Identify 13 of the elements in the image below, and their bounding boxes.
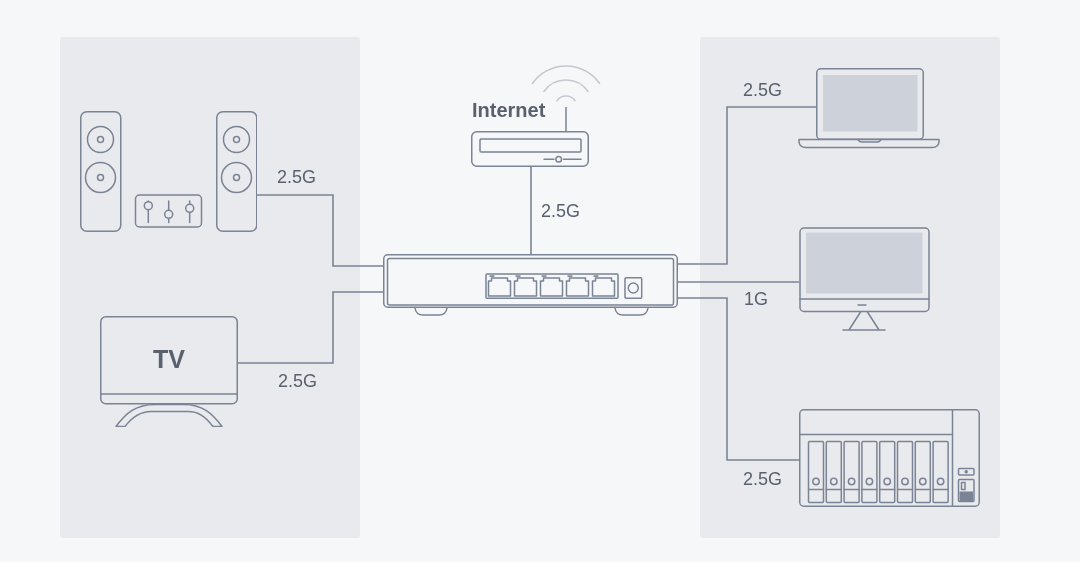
cable-line bbox=[677, 281, 800, 283]
cable-line bbox=[530, 166, 532, 255]
desktop-monitor-drawing bbox=[799, 227, 930, 331]
cable-line bbox=[677, 106, 817, 265]
nas-storage-drawing bbox=[799, 409, 980, 508]
tv-label: TV bbox=[153, 346, 185, 372]
cable-line bbox=[677, 297, 800, 461]
speakers-and-mixer-drawing bbox=[80, 111, 257, 232]
network-switch-drawing bbox=[383, 254, 678, 316]
cable-line bbox=[237, 291, 384, 364]
internet-label: Internet bbox=[472, 99, 546, 121]
laptop-drawing bbox=[816, 68, 924, 140]
cable-line bbox=[256, 194, 384, 267]
